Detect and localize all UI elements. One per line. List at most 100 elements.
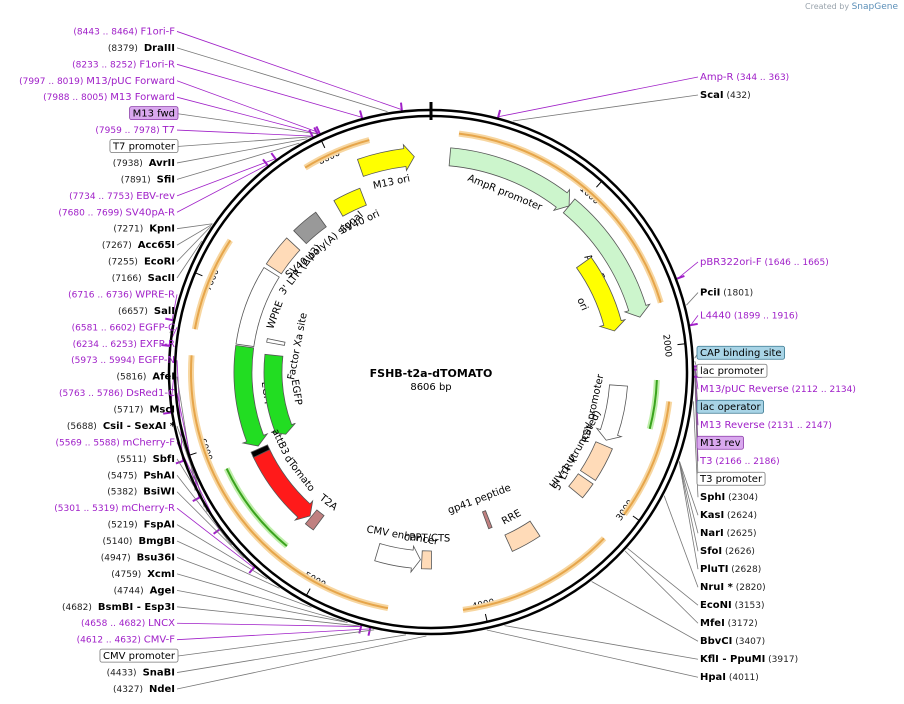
- enzyme-name: AvrII: [149, 158, 175, 169]
- enzyme-name: BsiWI: [143, 487, 175, 498]
- label-sphi[interactable]: SphI (2304): [700, 492, 758, 503]
- label-m13-forward[interactable]: (7988 .. 8005) M13 Forward: [43, 92, 175, 103]
- label-cap-site[interactable]: CAP binding site: [696, 345, 785, 360]
- feature-gp41: [481, 510, 493, 530]
- orf-arc: [190, 355, 293, 569]
- enzyme-coord: (2626): [722, 547, 755, 557]
- label-kpni[interactable]: KpnI(7271): [113, 224, 175, 235]
- enzyme-csii: CsiI - SexAI *: [103, 421, 176, 432]
- leader-acc65i: [176, 224, 213, 246]
- label-m13puc-fwd[interactable]: (7997 .. 8019) M13/pUC Forward: [19, 76, 175, 87]
- label-ecori[interactable]: EcoRI(7255): [108, 257, 175, 268]
- label-pcii[interactable]: PciI (1801): [700, 288, 753, 299]
- enzyme-name: PluTI: [700, 564, 728, 575]
- label-cmv-promoter-box[interactable]: CMV promoter: [99, 648, 179, 663]
- plasmid-name: FSHB-t2a-dTOMATO: [370, 367, 493, 380]
- label-pbr322ori-f[interactable]: pBR322ori-F (1646 .. 1665): [700, 257, 829, 268]
- label-afei[interactable]: AfeI(5816): [116, 372, 175, 383]
- enzyme-name: SfoI: [700, 546, 722, 557]
- enzyme-coord: (2820): [733, 583, 766, 593]
- leader-egfp-n: [176, 360, 183, 462]
- primer-coord: (1899 .. 1916): [731, 311, 798, 321]
- feature-m13-ori: [356, 143, 415, 177]
- label-m13-rev[interactable]: M13 rev: [696, 435, 744, 450]
- label-sacii[interactable]: SacII(7166): [112, 273, 175, 284]
- label-scai[interactable]: ScaI (432): [700, 90, 751, 101]
- label-lac-operator[interactable]: lac operator: [696, 399, 764, 414]
- boxlabel-cmv-promoter-box: CMV promoter: [103, 651, 176, 662]
- leader-m13-forward: [176, 96, 318, 135]
- label-t3[interactable]: T3 (2166 .. 2186): [699, 456, 780, 467]
- leader-kpni: [176, 223, 213, 230]
- label-lac-promoter[interactable]: lac promoter: [696, 363, 768, 378]
- label-kasi[interactable]: KasI (2624): [700, 510, 757, 521]
- label-snabi[interactable]: SnaBI(4433): [107, 668, 175, 679]
- enzyme-name-2: SexAI *: [134, 421, 175, 432]
- label-xcmi[interactable]: XcmI(4759): [111, 569, 175, 580]
- label-sfii[interactable]: SfiI(7891): [121, 174, 175, 185]
- enzyme-bbvci: BbvCI (3407): [700, 636, 765, 647]
- label-nrui[interactable]: NruI * (2820): [700, 582, 766, 593]
- enzyme-coord: (4433): [107, 669, 137, 679]
- label-csii[interactable]: CsiI - SexAI *(5688): [67, 421, 176, 432]
- label-egfp-n[interactable]: (5973 .. 5994) EGFP-N: [71, 355, 175, 366]
- enzyme-name: EcoNI: [700, 600, 732, 611]
- label-f1ori-f[interactable]: (8443 .. 8464) F1ori-F: [73, 26, 175, 37]
- label-l4440[interactable]: L4440 (1899 .. 1916): [700, 310, 798, 321]
- label-m13-fwd[interactable]: M13 fwd: [129, 106, 179, 121]
- label-msci[interactable]: MscI(5717): [114, 405, 176, 416]
- label-wpre-r[interactable]: (6716 .. 6736) WPRE-R: [68, 289, 175, 300]
- label-bmgbi[interactable]: BmgBI(5140): [103, 536, 175, 547]
- label-plutI[interactable]: PluTI (2628): [700, 564, 761, 575]
- primer-coord: (2166 .. 2186): [712, 457, 779, 467]
- feature-sv40-ori: [333, 187, 367, 217]
- primer-name: EGFP-C: [139, 322, 175, 333]
- label-avrii[interactable]: AvrII(7938): [113, 158, 175, 169]
- label-draiii[interactable]: DraIII(8379): [108, 43, 175, 54]
- label-bsu36i[interactable]: Bsu36I(4947): [101, 552, 175, 563]
- enzyme-separator: -: [719, 654, 730, 665]
- label-mcherry-r[interactable]: (5301 .. 5319) mCherry-R: [54, 503, 175, 514]
- label-sbfi[interactable]: SbfI(5511): [117, 454, 175, 465]
- label-m13-reverse[interactable]: M13 Reverse (2131 .. 2147): [700, 420, 832, 431]
- label-mfei[interactable]: MfeI (3172): [700, 618, 758, 629]
- label-hpai[interactable]: HpaI (4011): [700, 672, 759, 683]
- primer-name: F1ori-R: [139, 59, 175, 70]
- label-agei[interactable]: AgeI(4744): [114, 585, 175, 596]
- label-kfli[interactable]: KflI - PpuMI (3917): [700, 654, 798, 665]
- primer-mark-ebv-rev: [270, 152, 277, 161]
- primer-name: DsRed1-C: [126, 388, 175, 399]
- label-amp-r[interactable]: Amp-R (344 .. 363): [700, 72, 789, 83]
- label-m13puc-rev[interactable]: M13/pUC Reverse (2112 .. 2134): [700, 384, 856, 395]
- label-bsmbi[interactable]: BsmBI - Esp3I(4682): [62, 602, 175, 613]
- label-pshai[interactable]: PshAI(5475): [107, 470, 175, 481]
- leader-kfli: [504, 625, 699, 660]
- label-egfp-c[interactable]: (6581 .. 6602) EGFP-C: [72, 322, 175, 333]
- label-sali[interactable]: SalI(6657): [118, 306, 175, 317]
- label-nari[interactable]: NarI (2625): [700, 528, 757, 539]
- label-t3-promoter[interactable]: T3 promoter: [696, 471, 766, 486]
- label-ecoNI[interactable]: EcoNI (3153): [700, 600, 765, 611]
- label-bbvci[interactable]: BbvCI (3407): [700, 636, 765, 647]
- label-ndei[interactable]: NdeI(4327): [113, 684, 175, 695]
- label-sfoi[interactable]: SfoI (2626): [700, 546, 755, 557]
- label-acc65i[interactable]: Acc65I(7267): [102, 240, 175, 251]
- label-t7-promoter[interactable]: T7 promoter: [109, 139, 179, 153]
- label-lncx[interactable]: (4658 .. 4682) LNCX: [81, 618, 175, 629]
- label-cmv-f[interactable]: (4612 .. 4632) CMV-F: [77, 635, 176, 646]
- label-sv40pa-r[interactable]: (7680 .. 7699) SV40pA-R: [58, 207, 175, 218]
- label-bsiwi[interactable]: BsiWI(5382): [107, 487, 175, 498]
- label-f1ori-r[interactable]: (8233 .. 8252) F1ori-R: [72, 59, 175, 70]
- primer-mcherry-r: (5301 .. 5319) mCherry-R: [54, 503, 175, 514]
- leader-pbr322ori-f: [677, 261, 699, 279]
- label-t7[interactable]: (7959 .. 7978) T7: [95, 125, 175, 136]
- label-fspai[interactable]: FspAI(5219): [108, 520, 175, 531]
- label-mcherry-f[interactable]: (5569 .. 5588) mCherry-F: [55, 437, 175, 448]
- label-ebv-rev[interactable]: (7734 .. 7753) EBV-rev: [69, 191, 175, 202]
- label-exfp-r[interactable]: (6234 .. 6253) EXFP-R: [73, 339, 175, 350]
- primer-name: M13/pUC Reverse: [700, 384, 789, 395]
- enzyme-coord: (4759): [111, 570, 141, 580]
- leader-nrui: [663, 495, 699, 588]
- tick-mark: [188, 452, 197, 456]
- label-dsred1-c[interactable]: (5763 .. 5786) DsRed1-C: [59, 388, 175, 399]
